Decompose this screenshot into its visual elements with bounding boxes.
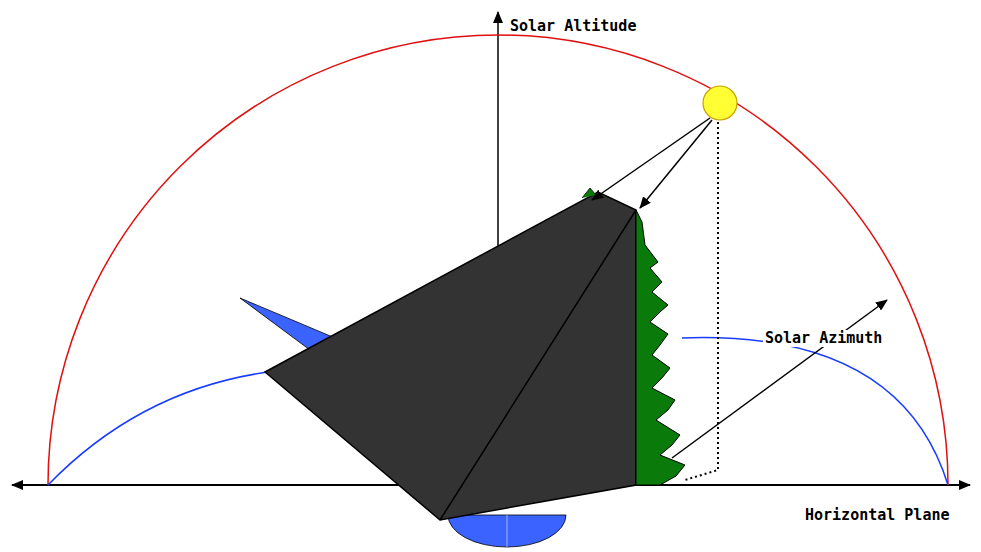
solar-collector (265, 192, 636, 520)
tree (636, 210, 685, 485)
axis-label: Solar Altitude (508, 18, 638, 35)
tree-top (582, 188, 596, 198)
projection-line (685, 122, 718, 480)
axis-label: Solar Azimuth (763, 330, 884, 347)
sun (703, 86, 737, 120)
base-disc-line (507, 515, 508, 547)
sun-path (48, 372, 268, 485)
base-disc (448, 515, 566, 547)
azimuth-arrow (672, 300, 887, 458)
sun-path (682, 338, 948, 485)
sun-ray (592, 118, 710, 200)
collector-edge (440, 210, 636, 520)
axis-label: Horizontal Plane (803, 507, 952, 524)
sun-ray (640, 120, 712, 208)
